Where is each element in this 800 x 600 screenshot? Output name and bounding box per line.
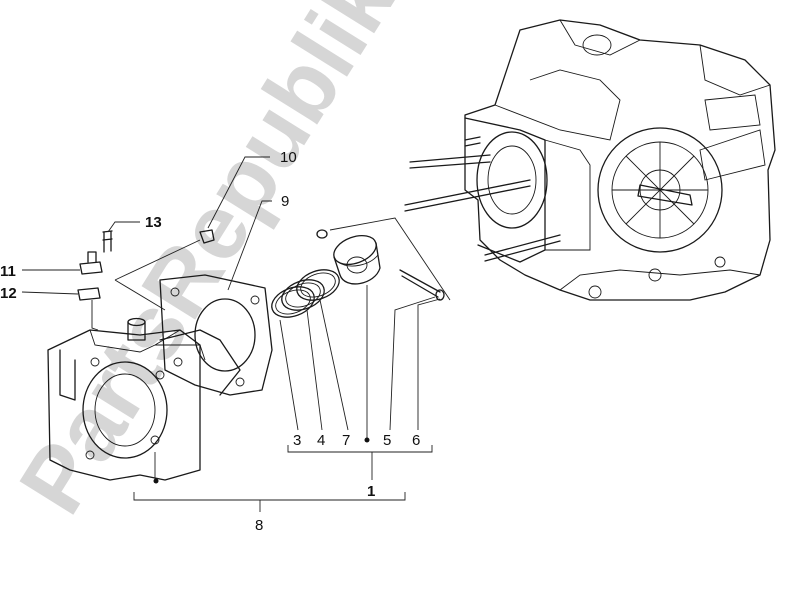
reference-dot [153,478,159,484]
callout-7: 7 [342,432,350,449]
callout-10: 10 [280,149,297,166]
callout-12: 12 [0,285,17,302]
cylinder-block [47,317,241,481]
cylinder-gasket [159,274,273,396]
callout-4: 4 [317,432,325,449]
engine-crankcase [404,19,776,301]
small-fittings [77,229,215,331]
callout-13: 13 [145,214,162,231]
callout-labels: 10 9 13 11 12 3 4 7 5 6 1 8 [0,149,420,534]
reference-dot [364,437,370,443]
piston [333,235,381,285]
watermark-text: PartsRepublik [0,0,415,531]
watermark: PartsRepublik [0,0,415,531]
callout-1: 1 [367,483,375,500]
callout-11: 11 [0,263,16,280]
leader-lines [21,156,451,512]
callout-8: 8 [255,517,263,534]
piston-rings [271,269,340,318]
piston-pin-and-circlips [316,229,445,301]
callout-9: 9 [281,193,289,210]
callout-6: 6 [412,432,420,449]
callout-5: 5 [383,432,391,449]
callout-3: 3 [293,432,301,449]
